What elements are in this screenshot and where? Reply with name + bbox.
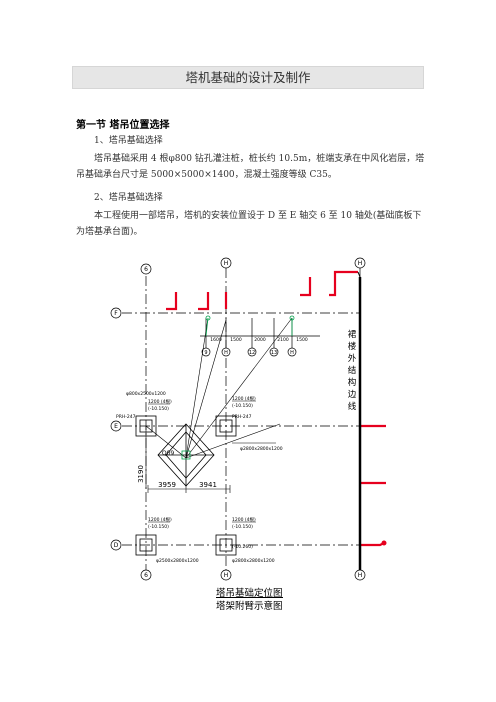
axis-label-mid-5: H [290,350,294,356]
axis-label-mid-4: 13 [271,350,277,356]
pile-tag-7: 1200 (4根) [232,516,256,523]
axis-label-bottom-2: H [224,572,229,579]
pile-tag-5: 1200 (4根) [148,516,172,523]
note-3: φ2500x2800x1200 [156,558,199,564]
side-label-5: 构 [348,377,357,388]
axis-label-top-3: H [358,260,363,267]
axis-label-mid-3: 12 [249,350,255,356]
dim-top-4: 2100 [277,337,289,343]
pile-tag-6: (-10.150) [148,524,169,530]
caption-1: 塔吊基础定位图 [216,588,283,599]
dim-bottom-2: 3941 [199,481,217,489]
axis-label-left-3: D [114,542,119,549]
axis-label-top-1: 6 [144,266,148,273]
side-label-6: 边 [348,389,357,400]
dim-bottom-1: 3959 [158,481,176,489]
paragraph-1: 塔吊基础采用 4 根φ800 钻孔灌注桩，桩长约 10.5m，桩端支承在中风化岩… [76,154,425,180]
pile-tag-2: (-10.150) [148,406,169,412]
side-label-2: 楼 [348,341,357,352]
axis-label-bottom-3: H [358,572,363,579]
note-2: φ2800x2800x1200 [240,446,283,452]
pile-tag-3: 1200 (4根) [232,395,256,402]
note-1: φ800x2500x1200 [126,391,166,397]
side-label-4: 结 [348,365,357,376]
side-label-7: 线 [348,401,357,412]
dim-top-2: 1500 [230,337,242,343]
dim-top-5: 1500 [296,337,308,343]
tower-label: Q09 [162,450,175,457]
caption-2: 塔架附臂示意图 [216,597,283,612]
dim-vertical: 3190 [137,465,145,483]
paragraph-2: 本工程使用一部塔吊，塔机的安装位置设于 D 至 E 轴交 6 至 10 轴处(基… [76,211,422,237]
dim-top-1: 1600 [210,337,222,343]
axis-label-mid-1: 9 [204,350,207,356]
axis-label-bottom-1: 6 [144,572,148,579]
document-title: 塔机基础的设计及制作 [72,66,424,89]
note-4: φ2800x2800x1200 [232,558,275,564]
axis-label-top-2: H [224,260,229,267]
pile-tag-8: (-10.150) [232,524,253,530]
subheading-1: 1、塔吊基础选择 [94,136,163,146]
pile-tag-1: 1200 (4根) [148,398,172,405]
side-label-1: 裙 [348,329,357,340]
dim-top-3: 2000 [254,337,266,343]
subheading-2: 2、塔吊基础选择 [94,193,163,203]
section-heading: 第一节 塔吊位置选择 [76,120,170,131]
small-tag-3: (-10.260) [232,544,253,550]
axis-label-mid-2: H [224,350,228,356]
side-label-3: 外 [348,353,357,364]
axis-label-left-2: E [114,423,118,430]
small-tag-1: PRH-247 [116,414,136,420]
pile-tag-4: (-10.150) [232,403,253,409]
small-tag-2: PRH-247 [232,414,252,420]
axis-label-left-1: F [114,310,118,317]
